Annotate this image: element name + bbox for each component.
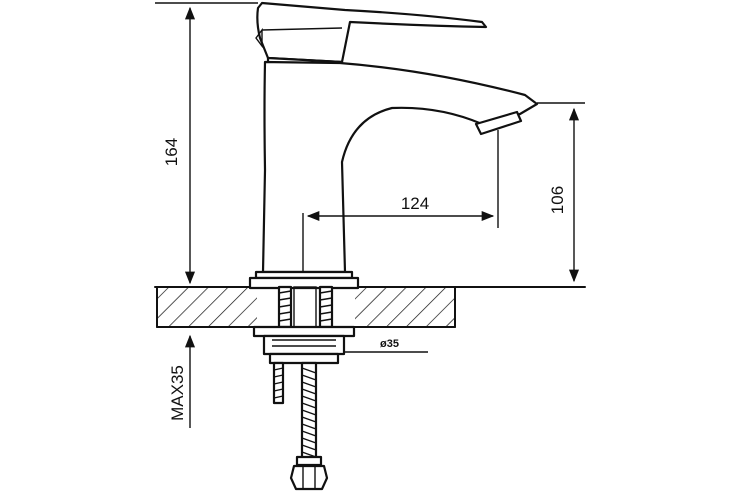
dimension-spout-reach: 124 — [302, 130, 499, 272]
dimension-total-height-label: 164 — [162, 138, 181, 166]
faucet-body — [261, 60, 539, 274]
faucet-outline — [248, 1, 539, 290]
dimension-max-thickness: MAX35 — [168, 334, 196, 428]
dimension-spout-height: 106 — [537, 102, 585, 283]
dimension-mounting-hole: ø35 — [345, 338, 428, 353]
dimension-spout-reach-label: 124 — [401, 194, 429, 213]
mounting-hardware — [252, 285, 356, 491]
countertop-section — [154, 286, 586, 328]
aerator — [474, 110, 523, 136]
handle-lever — [256, 1, 488, 64]
dimension-total-height: 164 — [155, 2, 258, 285]
dimension-mounting-hole-label: ø35 — [380, 338, 399, 350]
dimension-max-thickness-label: MAX35 — [168, 365, 187, 421]
dimension-spout-height-label: 106 — [548, 186, 567, 214]
